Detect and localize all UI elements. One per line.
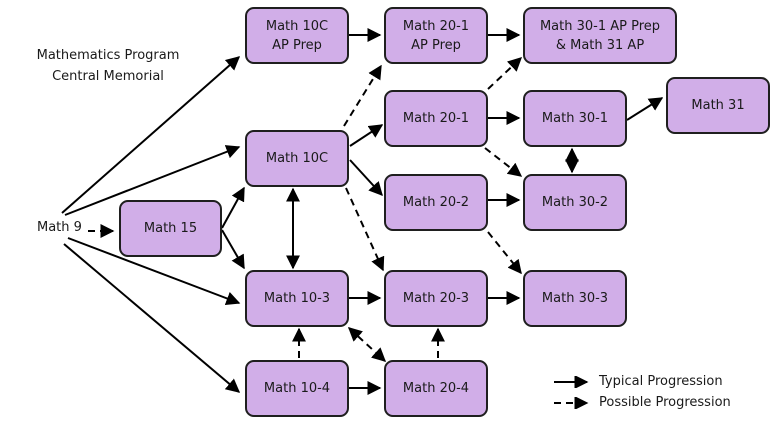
arrow-math9-to-m10c (64, 145, 241, 216)
arrow-m15-to-m10_3 (221, 229, 245, 270)
node-math-20-3[interactable]: Math 20-3 (384, 270, 488, 327)
node-label: Math 20-3 (402, 291, 470, 306)
arrow-m15-to-m10c (221, 186, 245, 229)
dashed-arrow-icon (554, 396, 589, 409)
node-label: Math 30-1 AP Prep & Math 31 AP (539, 18, 661, 53)
arrow-m10c-to-m20_1_ap (343, 64, 382, 127)
node-math-10c-ap-prep[interactable]: Math 10C AP Prep (245, 7, 349, 64)
node-math-31[interactable]: Math 31 (666, 77, 770, 134)
node-math-30-1[interactable]: Math 30-1 (523, 90, 627, 147)
legend-typical-label: Typical Progression (599, 374, 723, 389)
legend-possible: Possible Progression (553, 392, 731, 413)
arrow-m10c-to-m20_3 (345, 187, 385, 272)
node-math-30-2[interactable]: Math 30-2 (523, 174, 627, 231)
node-math-20-4[interactable]: Math 20-4 (384, 360, 488, 417)
node-label: Math 20-1 (402, 111, 470, 126)
node-math-30-3[interactable]: Math 30-3 (523, 270, 627, 327)
arrow-m20_1-to-m30_2 (484, 147, 523, 177)
arrow-m10c-to-m20_1 (349, 124, 384, 147)
node-label: Math 10-3 (263, 291, 331, 306)
node-label: Math 10C (265, 151, 329, 166)
arrow-math9-to-m10_4 (63, 243, 241, 393)
legend-typical: Typical Progression (553, 371, 731, 392)
node-math-20-1-ap-prep[interactable]: Math 20-1 AP Prep (384, 7, 488, 64)
title-line-1: Mathematics Program (36, 48, 180, 63)
node-label: Math 30-1 (541, 111, 609, 126)
title-line-2: Central Memorial (52, 69, 164, 84)
arrow-m30_1-to-m31 (626, 97, 664, 121)
node-math-20-2[interactable]: Math 20-2 (384, 174, 488, 231)
node-math-10c[interactable]: Math 10C (245, 130, 349, 187)
node-label: Math 20-4 (402, 381, 470, 396)
node-math-10-4[interactable]: Math 10-4 (245, 360, 349, 417)
node-math-10-3[interactable]: Math 10-3 (245, 270, 349, 327)
arrow-math9-to-m10c_ap (61, 56, 241, 214)
arrow-m20_2-to-m30_3 (487, 231, 522, 275)
node-label: Math 31 (691, 98, 745, 113)
program-title: Mathematics Program Central Memorial (28, 45, 188, 87)
node-math-20-1[interactable]: Math 20-1 (384, 90, 488, 147)
legend-possible-label: Possible Progression (599, 395, 731, 410)
legend: Typical Progression Possible Progression (553, 371, 731, 413)
node-label: Math 30-3 (541, 291, 609, 306)
math-9-label: Math 9 (37, 220, 82, 235)
arrow-m20_1-to-m30_1_ap (487, 57, 523, 90)
node-label: Math 15 (143, 221, 198, 236)
node-math-30-1-ap-prep-math-31-ap[interactable]: Math 30-1 AP Prep & Math 31 AP (523, 7, 677, 64)
solid-arrow-icon (554, 375, 589, 388)
arrow-m10c-to-m20_2 (349, 159, 383, 197)
node-label: Math 30-2 (541, 195, 609, 210)
node-math-15[interactable]: Math 15 (119, 200, 222, 257)
node-label: Math 10C AP Prep (265, 18, 329, 53)
node-label: Math 20-1 AP Prep (402, 18, 470, 53)
node-label: Math 10-4 (263, 381, 331, 396)
node-label: Math 20-2 (402, 195, 470, 210)
arrow-math9-to-m10_3 (67, 237, 241, 306)
arrow-m10_3-to-m20_4 (347, 327, 387, 362)
